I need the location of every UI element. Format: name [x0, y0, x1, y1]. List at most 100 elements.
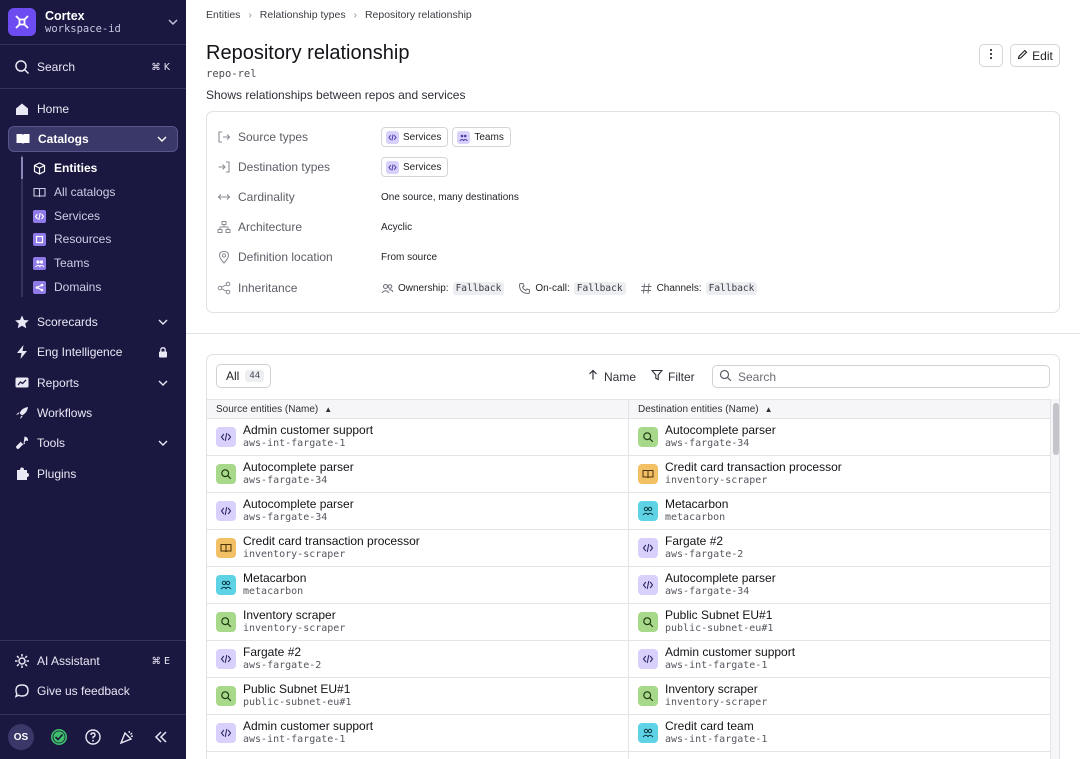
- prop-label: Source types: [238, 130, 309, 144]
- prop-label: Cardinality: [238, 190, 295, 204]
- table-search-input[interactable]: [738, 369, 1038, 384]
- sidebar: Cortex workspace-id Search ⌘ K Home Cata…: [0, 0, 186, 759]
- magnifier-icon: [638, 427, 658, 447]
- table-search[interactable]: [712, 365, 1050, 388]
- nav-catalogs[interactable]: Catalogs: [8, 126, 178, 152]
- main-content: Entities › Relationship types › Reposito…: [186, 0, 1080, 759]
- search-shortcut: ⌘ K: [151, 61, 170, 73]
- report-icon: [14, 375, 30, 391]
- divider: [0, 44, 186, 45]
- entity-name[interactable]: Credit card transaction processor: [243, 534, 420, 548]
- feedback-button[interactable]: Give us feedback: [8, 678, 178, 704]
- scrollbar-thumb[interactable]: [1053, 403, 1059, 455]
- status-check-icon[interactable]: [50, 728, 68, 746]
- subnav-entities[interactable]: Entities: [33, 157, 97, 179]
- subnav-all-catalogs[interactable]: All catalogs: [33, 181, 115, 203]
- breadcrumb-relationship-types[interactable]: Relationship types: [259, 9, 346, 21]
- entity-name[interactable]: Public Subnet EU#1: [665, 608, 773, 622]
- entity-name[interactable]: Public Subnet EU#1: [243, 682, 351, 696]
- book-icon: [638, 464, 658, 484]
- entity-name[interactable]: Credit card transaction processor: [665, 460, 842, 474]
- entity-name[interactable]: Admin customer support: [243, 719, 374, 733]
- divider: [0, 714, 186, 715]
- entity-name[interactable]: Metacarbon: [243, 571, 307, 585]
- code-icon: [386, 160, 399, 174]
- inheritance-channels: Channels: Fallback: [640, 281, 758, 295]
- entity-name[interactable]: Autocomplete parser: [665, 571, 776, 585]
- nav-reports[interactable]: Reports: [8, 370, 178, 396]
- entity-tag: aws-int-fargate-1: [243, 438, 346, 449]
- nav-plugins-label: Plugins: [37, 467, 77, 481]
- entity-tag: metacarbon: [665, 512, 726, 523]
- breadcrumb-entities[interactable]: Entities: [206, 9, 241, 21]
- entity-tag: aws-fargate-2: [665, 549, 744, 560]
- entity-name[interactable]: Admin customer support: [665, 645, 796, 659]
- collapse-sidebar-icon[interactable]: [152, 728, 170, 746]
- column-header-source[interactable]: Source entities (Name) ▲: [216, 404, 333, 415]
- subnav-services[interactable]: Services: [33, 205, 100, 227]
- entity-tag: public-subnet-eu#1: [243, 697, 352, 708]
- magnifier-icon: [638, 686, 658, 706]
- subnav-teams[interactable]: Teams: [33, 252, 89, 274]
- magnifier-icon: [216, 612, 236, 632]
- entity-name[interactable]: Autocomplete parser: [665, 423, 776, 437]
- scrollbar[interactable]: [1050, 399, 1059, 759]
- entity-tag: inventory-scraper: [665, 697, 768, 708]
- entity-tag: aws-int-fargate-1: [243, 734, 346, 745]
- more-options-button[interactable]: [979, 44, 1003, 67]
- nav-plugins[interactable]: Plugins: [8, 461, 178, 487]
- nav-workflows[interactable]: Workflows: [8, 400, 178, 426]
- divider: [0, 88, 186, 89]
- entity-name[interactable]: Admin customer support: [243, 423, 374, 437]
- entity-name[interactable]: Metacarbon: [665, 497, 729, 511]
- entity-name[interactable]: Fargate #2: [665, 534, 724, 548]
- ai-assistant-button[interactable]: AI Assistant ⌘ E: [8, 648, 178, 674]
- subnav-resources[interactable]: Resources: [33, 228, 111, 250]
- entity-name[interactable]: Autocomplete parser: [243, 460, 354, 474]
- nav-tools[interactable]: Tools: [8, 430, 178, 456]
- workspace-switcher[interactable]: Cortex workspace-id: [8, 7, 180, 37]
- subnav-teams-label: Teams: [54, 256, 90, 270]
- nav-home[interactable]: Home: [8, 96, 178, 122]
- help-icon[interactable]: [84, 728, 102, 746]
- entity-tag: aws-fargate-34: [243, 475, 328, 486]
- entity-tag: inventory-scraper: [243, 623, 346, 634]
- chevron-down-icon: [156, 436, 170, 450]
- avatar[interactable]: OS: [8, 724, 34, 750]
- search-button[interactable]: Search ⌘ K: [8, 54, 178, 80]
- entity-name[interactable]: Credit card team: [665, 719, 754, 733]
- entity-name[interactable]: Fargate #2: [243, 645, 302, 659]
- prop-value: Acyclic: [381, 221, 413, 233]
- nav-eng-intelligence-label: Eng Intelligence: [37, 345, 123, 359]
- edit-button[interactable]: Edit: [1010, 44, 1060, 67]
- entity-name[interactable]: Inventory scraper: [243, 608, 336, 622]
- nav-eng-intelligence[interactable]: Eng Intelligence: [8, 339, 178, 365]
- all-filter-tab[interactable]: All 44: [216, 364, 271, 388]
- nav-scorecards[interactable]: Scorecards: [8, 309, 178, 335]
- party-popper-icon[interactable]: [118, 728, 136, 746]
- entity-name[interactable]: Autocomplete parser: [243, 497, 354, 511]
- sort-button[interactable]: Name: [587, 369, 636, 384]
- subnav-domains[interactable]: Domains: [33, 276, 101, 298]
- column-header-destination[interactable]: Destination entities (Name) ▲: [638, 404, 773, 415]
- filter-button[interactable]: Filter: [650, 369, 695, 384]
- entity-name[interactable]: Inventory scraper: [665, 682, 758, 696]
